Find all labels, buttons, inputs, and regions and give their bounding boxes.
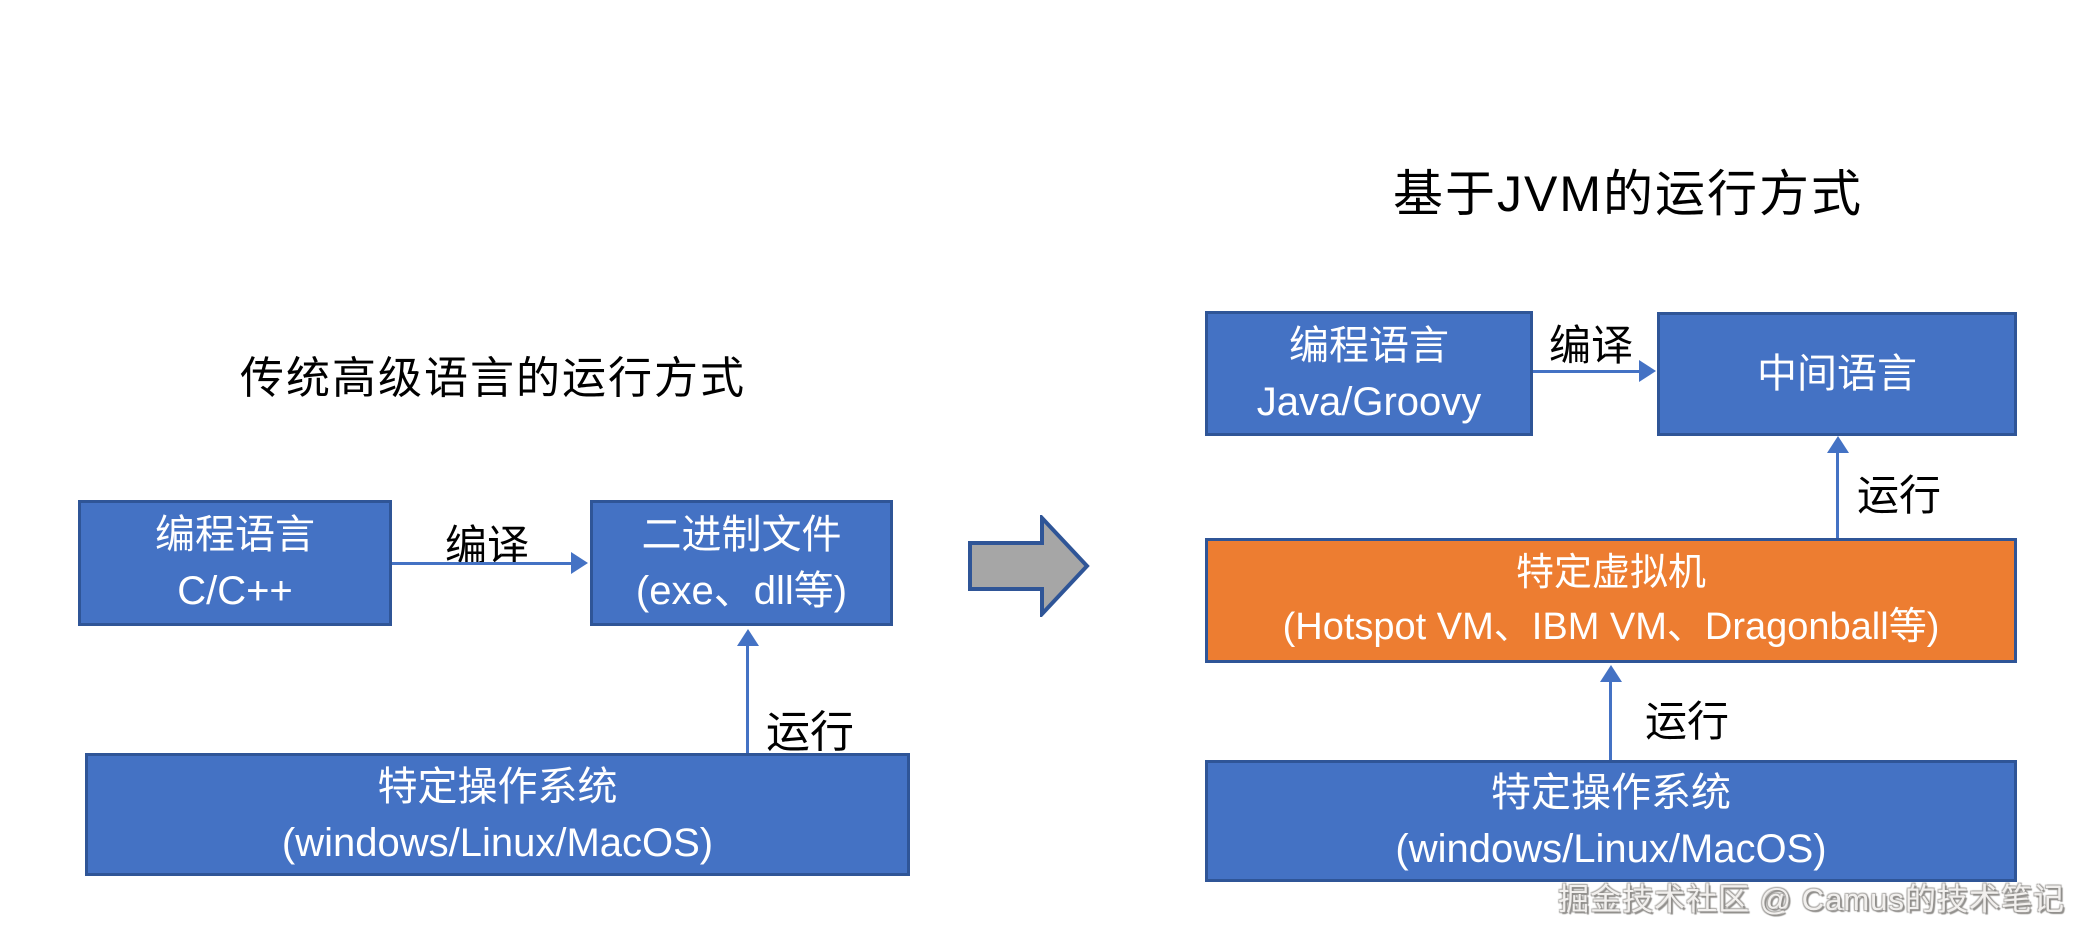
right-os-box-line2: (windows/Linux/MacOS) [1395,827,1827,871]
right-arrowhead-icon [1639,360,1656,382]
left-lang-box-line1: 编程语言 [155,513,315,557]
watermark: 掘金技术社区 @ Camus的技术笔记 [1558,882,2065,917]
left-lang-box-line2: C/C++ [177,569,293,613]
left-binary-box: 二进制文件 (exe、dll等) [590,500,893,626]
left-title: 传统高级语言的运行方式 [240,354,746,403]
left-os-box-line1: 特定操作系统 [377,764,618,809]
left-os-box: 特定操作系统 (windows/Linux/MacOS) [85,753,910,876]
left-compile-label: 编译 [444,522,529,569]
vm-box-line2: (Hotspot VM、IBM VM、Dragonball等) [1282,605,1940,648]
left-run-arrow-line [746,645,749,753]
right-run-os-arrow-line [1609,681,1612,760]
right-title: 基于JVM的运行方式 [1393,166,1863,222]
intermediate-lang-box: 中间语言 [1657,312,2017,436]
up-arrowhead-icon [1827,436,1849,453]
right-arrowhead-icon [571,552,588,574]
left-compile-arrow-line [392,562,572,565]
right-os-box-line1: 特定操作系统 [1491,771,1731,815]
intermediate-lang-box-line1: 中间语言 [1757,352,1917,396]
up-arrowhead-icon [737,629,759,646]
right-run-vm-arrow-line [1836,452,1839,538]
left-run-label: 运行 [766,708,854,757]
right-run-vm-label: 运行 [1856,472,1941,519]
right-lang-box-line1: 编程语言 [1289,323,1449,368]
left-binary-box-line2: (exe、dll等) [635,569,848,613]
up-arrowhead-icon [1600,665,1622,682]
left-os-box-line2: (windows/Linux/MacOS) [281,820,714,865]
transition-block-arrow-icon [968,515,1090,617]
left-binary-box-line1: 二进制文件 [641,513,842,557]
right-compile-label: 编译 [1548,322,1633,369]
left-lang-box: 编程语言 C/C++ [78,500,392,626]
right-lang-box-line2: Java/Groovy [1256,379,1482,424]
right-os-box: 特定操作系统 (windows/Linux/MacOS) [1205,760,2017,882]
vm-box: 特定虚拟机 (Hotspot VM、IBM VM、Dragonball等) [1205,538,2017,663]
right-compile-arrow-line [1533,370,1640,373]
right-run-os-label: 运行 [1644,698,1729,745]
vm-box-line1: 特定虚拟机 [1515,552,1706,595]
right-lang-box: 编程语言 Java/Groovy [1205,311,1533,436]
